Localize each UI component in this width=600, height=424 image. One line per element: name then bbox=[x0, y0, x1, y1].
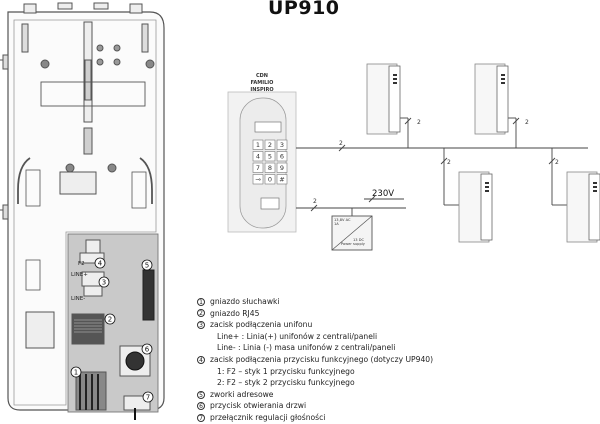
keypad-key-label: 5 bbox=[268, 153, 272, 161]
legend-4-sub-1: 1: F2 – styk 1 przycisku funkcyjnego bbox=[217, 366, 355, 376]
wire-count-psu: 2 bbox=[313, 198, 317, 205]
psu-line-4: Power supply bbox=[341, 242, 366, 246]
legend-3-sub-1: Line+ : Linia(+) unifonów z centrali/pan… bbox=[217, 331, 378, 341]
psu-line-3: 13 DC bbox=[353, 238, 364, 242]
keypad-key bbox=[276, 139, 288, 150]
keypad-key bbox=[252, 151, 264, 162]
panel-brand: CDN FAMILIO INSPIRO bbox=[250, 73, 273, 93]
mains-voltage: 230V bbox=[372, 189, 394, 199]
keypad-key bbox=[252, 162, 264, 173]
marker-7: 7 bbox=[146, 394, 150, 402]
door-panel bbox=[227, 91, 297, 233]
keypad-key-label: 9 bbox=[280, 164, 284, 172]
keypad-key-label: 3 bbox=[280, 141, 284, 149]
keypad-key bbox=[252, 139, 264, 150]
brand-line-1: CDN bbox=[256, 73, 268, 79]
wire-count-unifon-2: 2 bbox=[525, 119, 529, 126]
keypad-key-label: # bbox=[279, 176, 284, 184]
keypad-key bbox=[252, 174, 264, 185]
keypad-key-label: 2 bbox=[268, 141, 272, 149]
board-labels: F2 LINE+ LINE- bbox=[71, 261, 88, 302]
legend-4-sub-2: 2: F2 – styk 2 przycisku funkcyjnego bbox=[217, 378, 355, 388]
unifons bbox=[366, 63, 600, 243]
marker-1: 1 bbox=[74, 369, 78, 377]
unifon-handset bbox=[458, 171, 493, 243]
label-line-plus: LINE+ bbox=[71, 272, 88, 278]
unifon-handset bbox=[566, 171, 600, 243]
keypad-key-label: 1 bbox=[256, 141, 260, 149]
marker-3: 3 bbox=[102, 279, 106, 287]
board-markers: 1 2 3 4 5 6 7 bbox=[70, 257, 154, 403]
wire-count-main: 2 bbox=[339, 140, 343, 147]
label-f2: F2 bbox=[78, 261, 85, 267]
keypad-key bbox=[264, 139, 276, 150]
label-line-minus: LINE- bbox=[71, 296, 85, 302]
bus-lines bbox=[296, 117, 588, 216]
marker-4: 4 bbox=[98, 260, 103, 268]
keypad-key-label: ⊸ bbox=[255, 176, 261, 184]
keypad-key bbox=[276, 151, 288, 162]
marker-6: 6 bbox=[145, 346, 150, 354]
wire-count-unifon-4: 2 bbox=[555, 159, 559, 166]
psu-line-1: 13,8V AC bbox=[334, 218, 351, 222]
keypad-key-label: 7 bbox=[256, 164, 260, 172]
marker-2: 2 bbox=[108, 316, 112, 324]
power-supply-text: 13,8V AC 1A 13 DC Power supply bbox=[334, 218, 366, 246]
power-supply bbox=[331, 215, 373, 251]
marker-5: 5 bbox=[145, 262, 149, 270]
psu-line-2: 1A bbox=[334, 222, 339, 226]
unifon-handset bbox=[474, 63, 509, 135]
keypad-key bbox=[264, 162, 276, 173]
handset-back-view bbox=[0, 2, 165, 420]
keypad-key bbox=[264, 151, 276, 162]
keypad-key bbox=[276, 162, 288, 173]
keypad-key bbox=[264, 174, 276, 185]
legend-3-sub-2: Line- : Linia (-) masa unifonów z centra… bbox=[217, 343, 396, 353]
keypad-key-label: 6 bbox=[280, 153, 284, 161]
keypad-key bbox=[276, 174, 288, 185]
wire-count-unifon-1: 2 bbox=[417, 119, 421, 126]
brand-line-3: INSPIRO bbox=[250, 87, 273, 93]
keypad-key-label: 0 bbox=[268, 176, 272, 184]
keypad-key-label: 4 bbox=[256, 153, 260, 161]
keypad-key-label: 8 bbox=[268, 164, 272, 172]
wire-count-unifon-3: 2 bbox=[447, 159, 451, 166]
unifon-handset bbox=[366, 63, 401, 135]
diagram-title: UP910 bbox=[268, 0, 340, 19]
wire-count-labels: 2 2 2 2 2 2 bbox=[313, 119, 559, 205]
brand-line-2: FAMILIO bbox=[251, 80, 274, 86]
